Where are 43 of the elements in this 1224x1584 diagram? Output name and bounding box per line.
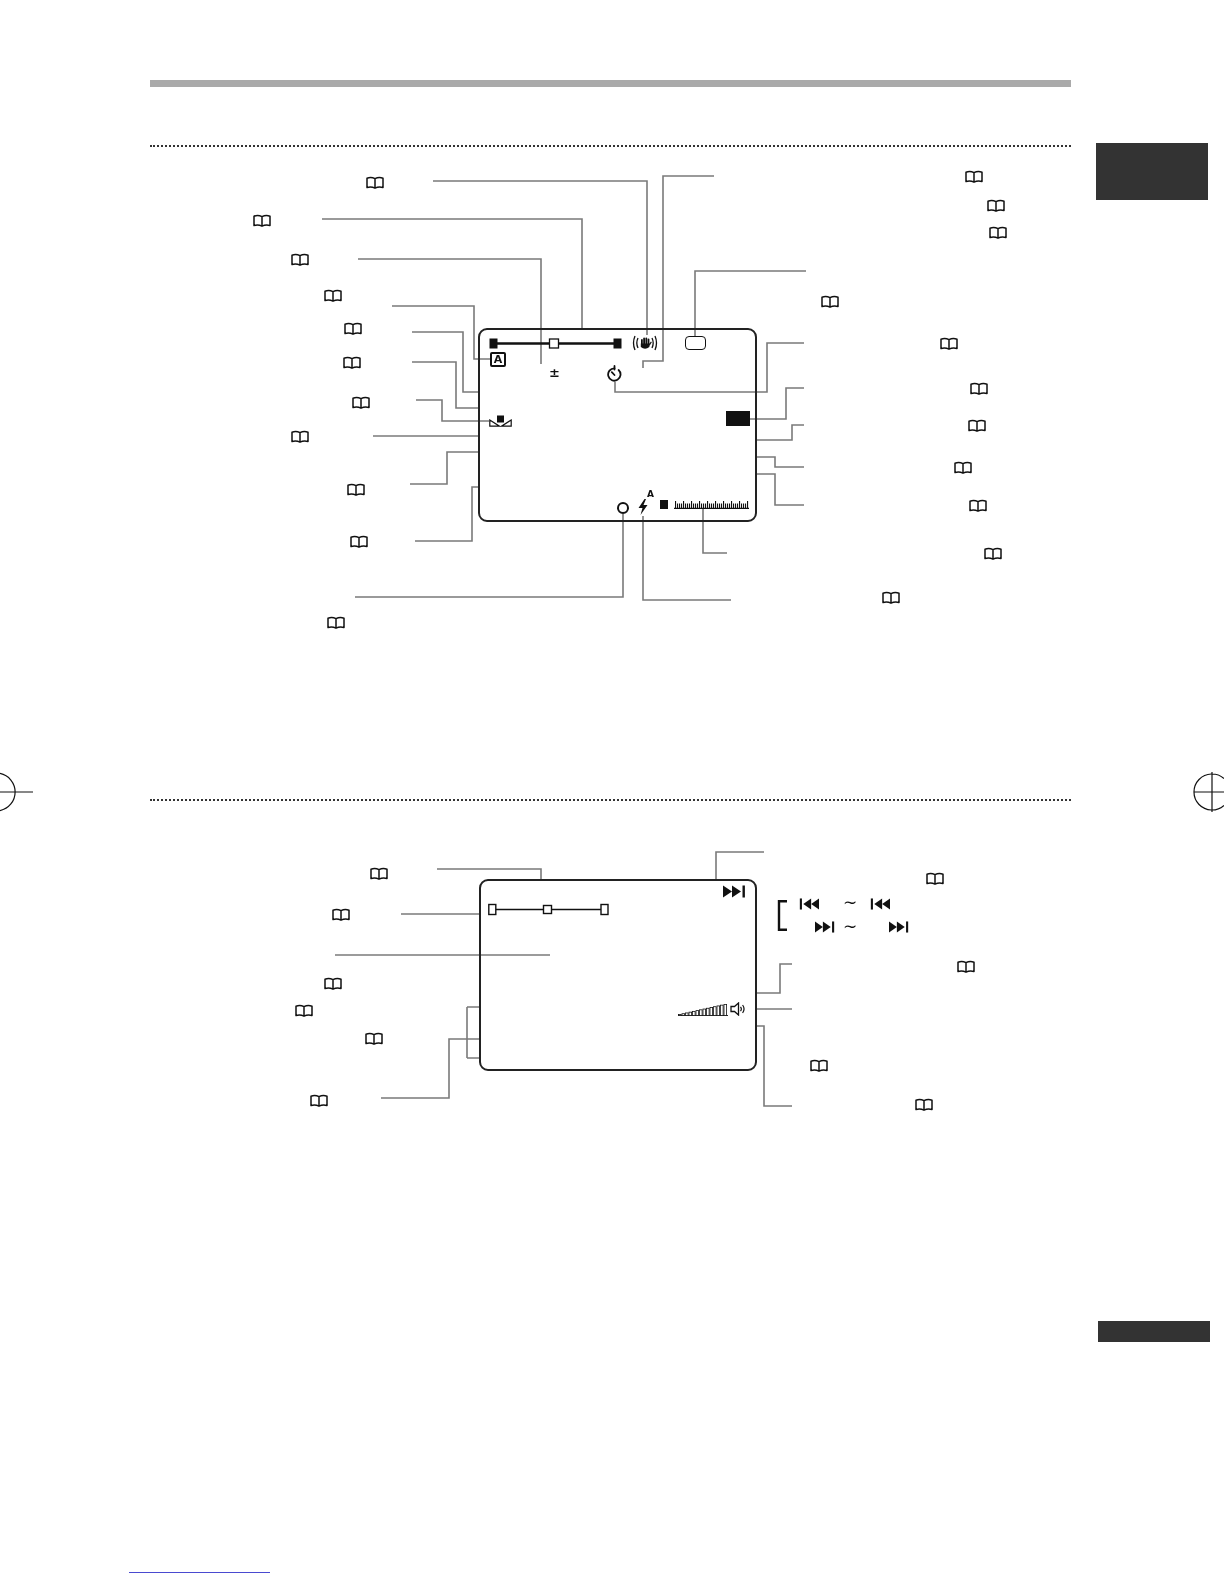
leader-line xyxy=(436,868,542,880)
leader-line xyxy=(756,456,805,468)
leader-line xyxy=(380,1006,480,1099)
leader-line xyxy=(756,963,793,994)
leader-line xyxy=(357,258,542,365)
leader-line xyxy=(614,342,805,393)
solid-block-icon xyxy=(726,411,750,426)
flash-mode-letter: A xyxy=(647,489,654,499)
leader-line xyxy=(415,399,490,422)
leader-line xyxy=(715,851,765,880)
tilde-sign: ∼ xyxy=(843,917,858,936)
leader-line xyxy=(321,218,583,329)
leader-line xyxy=(642,175,715,369)
leader-line xyxy=(756,424,805,441)
leader-line xyxy=(354,513,624,598)
timer-icon xyxy=(606,365,623,382)
leader-line xyxy=(334,954,551,956)
ring-icon xyxy=(617,502,629,514)
tilde-sign: ∼ xyxy=(843,893,858,912)
display-frame xyxy=(479,879,757,1071)
leader-line xyxy=(756,1025,793,1107)
leader-line xyxy=(409,451,479,485)
mode-indicator: A xyxy=(490,352,506,367)
rounded-box-icon xyxy=(685,336,706,350)
leader-line xyxy=(756,1008,793,1010)
page-tab xyxy=(1098,1321,1210,1342)
display-frame xyxy=(478,328,757,522)
hand-icon xyxy=(632,335,658,351)
leader-line xyxy=(414,486,479,542)
leader-line xyxy=(411,331,479,393)
leader-line xyxy=(411,361,479,409)
leader-line xyxy=(694,270,807,337)
plus-minus-sign: ± xyxy=(549,365,560,380)
leader-line xyxy=(756,473,805,506)
leader-line xyxy=(400,913,480,915)
leader-line xyxy=(372,435,479,437)
section-tab xyxy=(1096,143,1208,200)
leader-line xyxy=(432,180,648,336)
level-meter xyxy=(674,500,749,509)
leader-line xyxy=(702,508,728,554)
leader-line xyxy=(391,305,491,360)
leader-line xyxy=(642,515,732,601)
leader-line xyxy=(749,387,805,420)
